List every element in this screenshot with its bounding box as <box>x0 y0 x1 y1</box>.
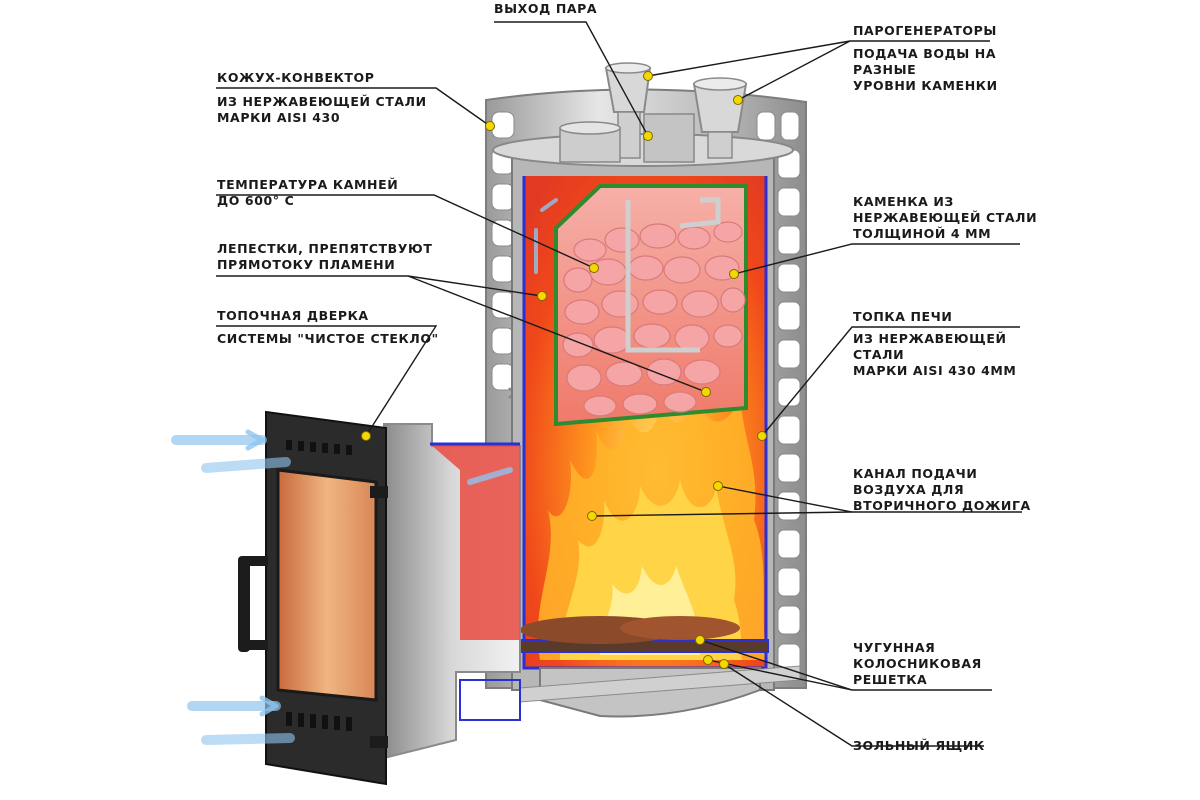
steam-generators <box>604 62 748 159</box>
label-stone-temp-line1: ТЕМПЕРАТУРА КАМНЕЙ <box>217 177 399 192</box>
door-handle <box>238 556 250 652</box>
label-heater-line2: НЕРЖАВЕЮЩЕЙ СТАЛИ <box>853 210 1038 225</box>
door-vents-bottom <box>286 712 352 731</box>
label-firebox-desc-line2: СТАЛИ <box>853 347 905 362</box>
label-firebox-title: ТОПКА ПЕЧИ <box>853 309 953 324</box>
water-pipe <box>625 200 700 353</box>
stones <box>562 221 746 417</box>
label-petals-line1: ЛЕПЕСТКИ, ПРЕПЯТСТВУЮТ <box>217 241 433 256</box>
airflow-arrows <box>171 198 558 745</box>
label-firebox-desc-line1: ИЗ НЕРЖАВЕЮЩЕЙ <box>853 331 1007 346</box>
label-grate-line1: ЧУГУННАЯ <box>853 640 936 655</box>
firebox-tunnel <box>383 423 521 760</box>
label-door-desc: СИСТЕМЫ "ЧИСТОЕ СТЕКЛО" <box>217 331 439 346</box>
flames-inner <box>560 480 742 660</box>
label-air-channel-line3: ВТОРИЧНОГО ДОЖИГА <box>853 498 1031 513</box>
label-water-supply-line3: УРОВНИ КАМЕНКИ <box>853 78 998 93</box>
door-hinge <box>370 486 388 498</box>
label-heater-line1: КАМЕНКА ИЗ <box>853 194 954 209</box>
label-casing-title: КОЖУХ-КОНВЕКТОР <box>217 70 375 85</box>
top-plate <box>492 133 794 167</box>
label-stone-temp-line2: ДО 600° С <box>217 193 295 208</box>
casing-slots-right <box>756 111 801 673</box>
callout-lines <box>216 21 1022 747</box>
label-air-channel-line2: ВОЗДУХА ДЛЯ <box>853 482 965 497</box>
water-pipe-upper <box>679 197 721 229</box>
label-grate-line2: КОЛОСНИКОВАЯ <box>853 656 982 671</box>
label-casing-desc-line2: МАРКИ AISI 430 <box>217 110 341 125</box>
label-steam-outlet: ВЫХОД ПАРА <box>494 1 598 16</box>
label-ash-box: ЗОЛЬНЫЙ ЯЩИК <box>853 738 985 753</box>
heater-chamber <box>554 184 748 427</box>
label-steam-generators: ПАРОГЕНЕРАТОРЫ <box>853 23 997 38</box>
label-firebox-desc-line3: МАРКИ AISI 430 4ММ <box>853 363 1017 378</box>
label-water-supply-line1: ПОДАЧА ВОДЫ НА <box>853 46 997 61</box>
door-glass <box>276 468 378 702</box>
callout-markers <box>361 71 767 669</box>
door-vents-top <box>286 440 352 455</box>
label-petals-line2: ПРЯМОТОКУ ПЛАМЕНИ <box>217 257 396 272</box>
firebox-cutaway <box>492 133 801 718</box>
label-water-supply-line2: РАЗНЫЕ <box>853 62 917 77</box>
label-air-channel-line1: КАНАЛ ПОДАЧИ <box>853 466 978 481</box>
label-casing-desc-line1: ИЗ НЕРЖАВЕЮЩЕЙ СТАЛИ <box>217 94 427 109</box>
grate-assembly <box>517 616 801 718</box>
firebox-door <box>238 410 388 786</box>
label-heater-line3: ТОЛЩИНОЙ 4 ММ <box>853 226 992 241</box>
label-door-title: ТОПОЧНАЯ ДВЕРКА <box>217 308 369 323</box>
label-grate-line3: РЕШЕТКА <box>853 672 928 687</box>
